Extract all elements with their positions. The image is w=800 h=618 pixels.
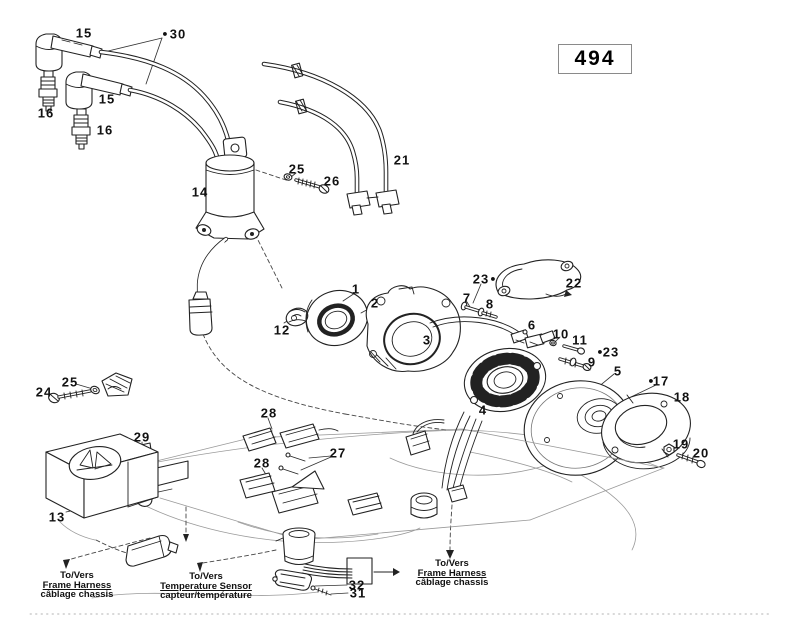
spark-plug: [71, 108, 91, 150]
ignition-coil-14: [188, 136, 265, 336]
callout-line: To/Vers: [189, 571, 223, 582]
callout-line: To/Vers: [435, 558, 469, 569]
stator-4: [463, 347, 547, 413]
figure-code: 494: [574, 47, 616, 70]
callout-line: capteur/température: [160, 590, 252, 601]
callout-line: Temperature Sensor: [160, 580, 252, 592]
nut-19-screw-20: [663, 443, 706, 469]
screws-7-8: [460, 301, 498, 319]
flywheel-5: [523, 380, 633, 476]
callout-arrows: [63, 534, 454, 576]
washer-10-screws-11-9: [549, 339, 592, 372]
frame-harness-lead: [125, 534, 179, 567]
spark-plug: [38, 70, 58, 112]
screws-27: [278, 452, 306, 475]
spark-plug-wires-21: [261, 61, 400, 216]
callout-line: câblage chassis: [415, 577, 489, 588]
spark-plug-cap: [35, 33, 103, 72]
callout-frame-harness-left: To/Vers Frame Harness câblage chassis: [41, 571, 114, 600]
spark-plug-cap: [65, 71, 133, 110]
callout-line: To/Vers: [60, 570, 94, 581]
callout-line: Frame Harness: [417, 567, 487, 579]
callout-frame-harness-right: To/Vers Frame Harness câblage chassis: [416, 559, 489, 588]
callout-temperature-sensor: To/Vers Temperature Sensor capteur/tempé…: [160, 572, 252, 601]
wiring-harness-6: [429, 316, 556, 349]
figure-code-box: 494: [558, 44, 632, 74]
cdi-box-13: [45, 433, 159, 519]
bolt-24-washer-25: [48, 372, 133, 404]
stator-harness: [405, 411, 483, 519]
screw-26-washer-25: [283, 173, 330, 194]
magneto-housing-3: [365, 285, 461, 372]
seal-1-oring-2: [305, 289, 369, 347]
cover-22: [495, 259, 582, 300]
callout-line: Frame Harness: [42, 579, 112, 591]
connectors-28: [239, 423, 383, 516]
callout-line: câblage chassis: [40, 589, 114, 600]
ignition-wires: [98, 49, 234, 165]
temp-sensor-assembly: [272, 527, 373, 596]
